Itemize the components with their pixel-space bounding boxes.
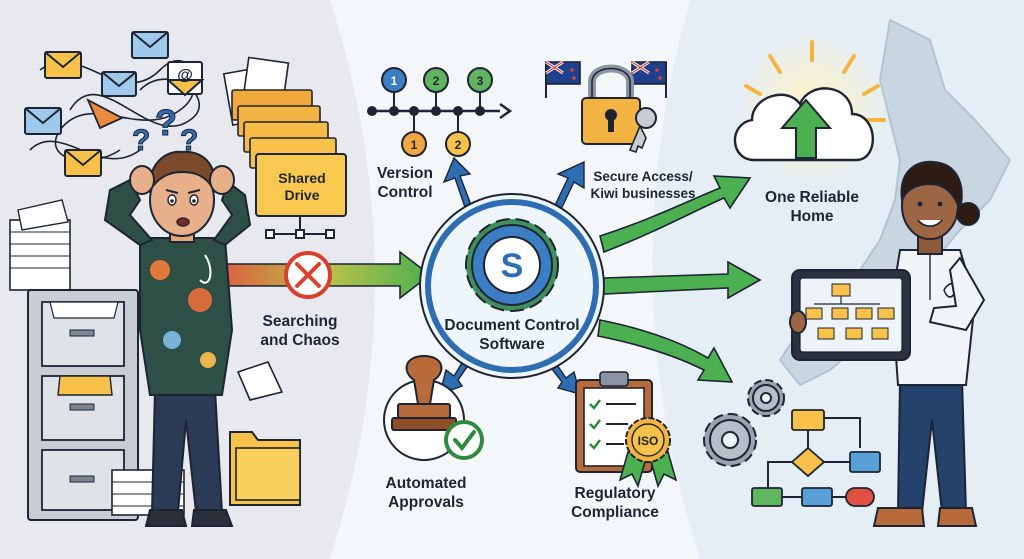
- shared-drive-label: Shared Drive: [258, 170, 346, 204]
- network-connector: [265, 216, 335, 239]
- question-mark: ?: [155, 102, 177, 143]
- one-reliable-home-label-line: Home: [790, 208, 834, 225]
- automated-approvals-label: Automated Approvals: [376, 474, 476, 512]
- automated-approvals-label-line: Automated: [385, 475, 467, 492]
- email-at-envelope-icon: @: [165, 61, 205, 97]
- one-reliable-home-label: One Reliable Home: [750, 188, 874, 226]
- question-mark: ?: [180, 124, 198, 157]
- paper-pile-icon: [9, 199, 71, 291]
- stressed-man-illustration: [103, 150, 252, 527]
- one-reliable-home-label-line: One Reliable: [765, 189, 859, 206]
- version-control-label-line: Version: [377, 165, 433, 182]
- key-icon: [628, 107, 657, 154]
- filing-cabinet-icon: [27, 289, 139, 521]
- at-symbol: @: [177, 67, 193, 84]
- flying-paper-icon: [236, 361, 284, 401]
- hub-to-reliable-home-arrow: [599, 175, 752, 254]
- gear-icon: [703, 413, 757, 467]
- version-number: 1: [391, 74, 398, 88]
- paper-plane-icon: [86, 98, 125, 130]
- version-number: 3: [477, 74, 484, 88]
- gear-icon: [747, 379, 785, 417]
- nz-flag-icon: [631, 60, 667, 98]
- padlock-icon: [581, 64, 641, 145]
- iso-label: ISO: [638, 434, 659, 448]
- nz-flag-icon: [545, 60, 581, 98]
- tablet-org-chart-icon: [791, 269, 911, 361]
- version-number: 1: [411, 138, 418, 152]
- hub-label: Document Control Software: [432, 316, 592, 354]
- regulatory-compliance-label-line: Regulatory: [574, 485, 656, 502]
- version-number: 2: [433, 74, 440, 88]
- approval-stamp-icon: [383, 354, 484, 461]
- blocked-x-icon: [284, 251, 332, 299]
- version-timeline-icon: 1 2 3 1 2: [367, 67, 513, 157]
- question-mark: ?: [132, 124, 150, 157]
- shared-drive-folder-stack-icon: [222, 56, 347, 217]
- hub-ring-inner: [425, 199, 599, 373]
- searching-chaos-label-line: and Chaos: [260, 332, 340, 349]
- shared-drive-label-line: Shared: [278, 170, 326, 186]
- email-envelope-icon: [24, 107, 62, 135]
- version-control-label: Version Control: [362, 164, 448, 202]
- email-envelope-icon: [44, 51, 82, 79]
- automated-approvals-label-line: Approvals: [388, 494, 464, 511]
- version-control-label-line: Control: [377, 184, 433, 201]
- email-envelope-icon: [131, 31, 169, 59]
- hub-label-line: Document Control: [444, 317, 580, 334]
- searching-chaos-label: Searching and Chaos: [240, 312, 360, 350]
- folder-icon: [229, 431, 301, 506]
- version-number: 2: [455, 138, 462, 152]
- hand: [789, 310, 807, 334]
- woman-with-tablet-illustration: [872, 160, 986, 527]
- cloud-icon: [733, 87, 874, 162]
- hub-label-line: Software: [479, 336, 545, 353]
- sun-rays: [744, 40, 886, 122]
- gear-icon: S: [465, 218, 559, 312]
- email-envelope-icon: [101, 71, 137, 97]
- secure-access-label: Secure Access/ Kiwi businesses: [578, 168, 708, 202]
- searching-chaos-label-line: Searching: [262, 313, 338, 330]
- hub-letter: S: [501, 247, 524, 285]
- email-envelope-icon: [64, 149, 102, 177]
- regulatory-compliance-label-line: Compliance: [571, 504, 659, 521]
- shared-drive-label-line: Drive: [284, 187, 320, 203]
- hub-to-workflow-arrow: [597, 319, 734, 383]
- regulatory-compliance-label: Regulatory Compliance: [560, 484, 670, 522]
- secure-access-label-line: Secure Access/: [593, 169, 693, 184]
- hub-to-tablet-arrow: [603, 260, 762, 300]
- workflow-flowchart-icon: [751, 409, 881, 507]
- secure-access-label-line: Kiwi businesses: [590, 186, 696, 201]
- iso-badge-icon: ISO: [618, 417, 678, 489]
